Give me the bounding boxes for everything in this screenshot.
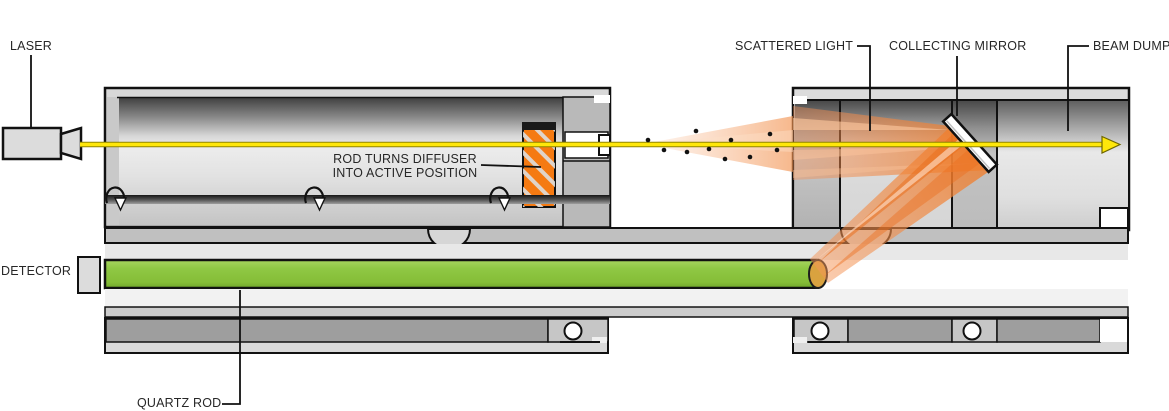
collected-light-fan xyxy=(810,127,991,283)
rotation-arrow-icon xyxy=(105,186,510,204)
laser-source xyxy=(1,126,83,161)
screw-hole xyxy=(563,321,583,341)
diffuser xyxy=(522,122,556,208)
label-scattered-light: SCATTERED LIGHT xyxy=(735,39,854,53)
label-detector: DETECTOR xyxy=(1,264,72,278)
label-quartz-rod: QUARTZ ROD xyxy=(137,396,222,410)
scatter-particles xyxy=(645,128,780,162)
label-laser: LASER xyxy=(10,39,52,53)
quartz-rod xyxy=(103,258,828,290)
detector-box xyxy=(77,256,101,294)
beam-arrowhead-icon xyxy=(1101,135,1122,154)
laser-beam xyxy=(80,135,1122,154)
rotation-arrowheads xyxy=(113,197,512,212)
label-diffuser-line2: INTO ACTIVE POSITION xyxy=(332,166,478,180)
base-rails xyxy=(104,227,1129,260)
beam-dump-cavity xyxy=(997,100,1128,228)
label-diffuser-note: ROD TURNS DIFFUSER INTO ACTIVE POSITION xyxy=(330,152,480,180)
label-diffuser-line1: ROD TURNS DIFFUSER xyxy=(333,152,477,166)
screw-hole xyxy=(810,321,830,341)
end-block xyxy=(562,95,611,228)
turning-rod xyxy=(105,195,610,204)
label-collecting-mirror: COLLECTING MIRROR xyxy=(889,39,1027,53)
label-pointers xyxy=(30,45,1089,405)
lower-footers xyxy=(104,289,1129,354)
label-beam-dump: BEAM DUMP xyxy=(1093,39,1169,53)
screw-hole xyxy=(962,321,982,341)
